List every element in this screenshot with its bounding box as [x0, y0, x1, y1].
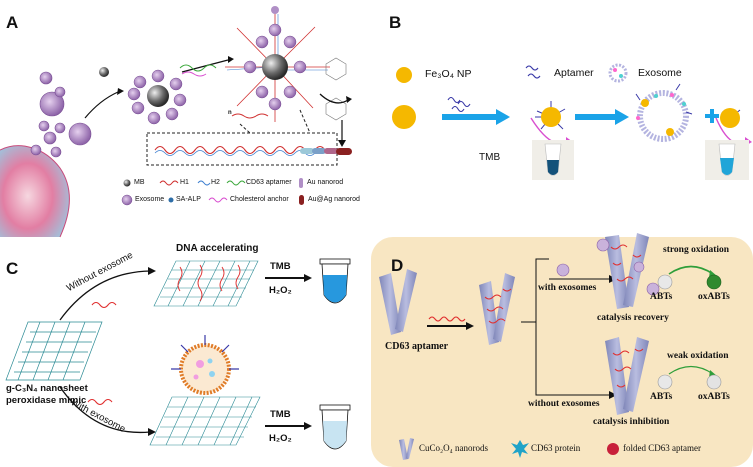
fe3o4-np — [392, 105, 416, 129]
legend-folded-aptamer-label: folded CD63 aptamer — [623, 443, 701, 453]
aptamer-label: Aptamer — [554, 67, 594, 79]
weak-oxidation-label: weak oxidation — [667, 351, 729, 361]
legend-fe3o4-icon — [396, 67, 412, 83]
legend-sa-alp-label: SA-ALP — [176, 196, 201, 203]
legend-exosome-icon — [121, 194, 133, 206]
legend-aptamer-icon — [525, 65, 541, 79]
panel-a: A — [0, 0, 370, 238]
oxabts-sphere-top — [706, 274, 722, 290]
legend-au-ag-nanorod-icon — [299, 195, 304, 205]
panel-c-label: C — [6, 259, 19, 278]
legend-nanorods-icon — [399, 438, 414, 460]
h2o2-top-label: H₂O₂ — [269, 285, 292, 296]
abts-sphere-top — [657, 274, 673, 290]
panel-b-label: B — [389, 13, 402, 32]
nanosheet-dna — [153, 260, 259, 307]
mb-big-complex — [225, 6, 330, 122]
abts-top-label: ABTs — [650, 292, 673, 302]
abts-sphere-bottom — [657, 374, 673, 390]
tmb-label: TMB — [479, 152, 501, 163]
mb-small — [99, 67, 109, 77]
repeat-n-label: n — [228, 110, 232, 116]
tmb-top-label: TMB — [270, 261, 291, 272]
nanosheet-center — [5, 321, 103, 381]
legend-protein-icon — [511, 440, 529, 458]
legend-exosome-icon — [608, 63, 628, 83]
oxabts-top-label: oxABTs — [698, 292, 730, 302]
panel-b-illustration — [392, 63, 752, 180]
legend-h1-label: H1 — [180, 179, 189, 186]
inhibition-nanorod — [605, 337, 649, 415]
legend-mb-icon — [123, 179, 131, 187]
oxabts-bottom-label: oxABTs — [698, 392, 730, 402]
nanorod-series — [300, 148, 352, 155]
legend-mb-label: MB — [134, 179, 145, 186]
panel-c: C — [0, 237, 370, 467]
legend-au-ag-nanorod-label: Au@Ag nanorod — [308, 196, 360, 203]
aptamer-nanorod — [479, 273, 515, 345]
tube-top — [319, 258, 351, 304]
legend-protein-label: CD63 protein — [531, 443, 581, 453]
recovery-nanorod — [596, 233, 660, 309]
with-exosomes-label: with exosomes — [538, 283, 597, 293]
substrate-molecule — [325, 57, 347, 121]
panel-d-label: D — [391, 256, 404, 275]
exosome-cluster — [30, 71, 92, 158]
aptamer-np — [535, 101, 566, 130]
legend-cholesterol-icon — [208, 197, 228, 203]
panel-a-label: A — [6, 13, 19, 32]
nanosheet-label-2: peroxidase mimic — [6, 395, 87, 406]
legend-cd63-aptamer-label: CD63 aptamer — [246, 179, 292, 186]
panel-c-illustration — [5, 258, 351, 450]
nanosheet-label-1: g-C₃N₄ nanosheet — [6, 383, 88, 394]
tube-bottom — [319, 404, 351, 450]
cd63-aptamer-label: CD63 aptamer — [385, 341, 449, 352]
dna-strand-bottom — [87, 398, 113, 406]
nanosheet-bottom — [149, 396, 261, 446]
aptamer-strands — [447, 96, 471, 113]
legend-au-nanorod-label: Au nanorod — [307, 179, 344, 186]
panel-b: B — [370, 0, 753, 237]
legend-h2-label: H2 — [211, 179, 220, 186]
dna-strand-top — [91, 301, 117, 309]
strong-oxidation-label: strong oxidation — [663, 245, 730, 255]
exosome-np-complex — [635, 83, 693, 142]
free-np — [720, 108, 741, 128]
bare-nanorod — [379, 269, 417, 335]
exosome-label: Exosome — [638, 67, 682, 79]
tmb-bottom-label: TMB — [270, 409, 291, 420]
legend-au-nanorod-icon — [299, 178, 303, 188]
oxabts-sphere-bottom — [706, 374, 722, 390]
legend-h2-icon — [197, 180, 211, 186]
legend-cholesterol-label: Cholesterol anchor — [230, 196, 289, 203]
fe3o4-label: Fe₃O₄ NP — [425, 68, 472, 80]
catalysis-recovery-label: catalysis recovery — [597, 313, 669, 323]
legend-sa-alp-icon — [168, 197, 174, 203]
legend-aptamer-icon — [226, 180, 246, 186]
legend-h1-icon — [159, 180, 179, 186]
catalysis-inhibition-label: catalysis inhibition — [593, 417, 670, 427]
tissue-section — [0, 145, 70, 237]
panel-d-illustration — [379, 233, 722, 460]
legend-nanorods-label: CuCo₂O₄ nanorods — [419, 443, 489, 453]
without-exosomes-label: without exosomes — [528, 399, 600, 409]
legend-exosome-label: Exosome — [135, 196, 165, 203]
exosome-assembly — [171, 335, 239, 395]
mb-exosome-complex — [127, 69, 187, 125]
dna-accelerating-label: DNA accelerating — [176, 243, 259, 254]
panel-d: D CD63 aptamer with exosomes catalysis r… — [371, 233, 753, 467]
abts-bottom-label: ABTs — [650, 392, 673, 402]
panel-a-illustration — [0, 6, 352, 238]
aptamer-strand — [428, 316, 466, 322]
h2o2-bottom-label: H₂O₂ — [269, 433, 292, 444]
legend-folded-aptamer-icon — [607, 443, 619, 455]
